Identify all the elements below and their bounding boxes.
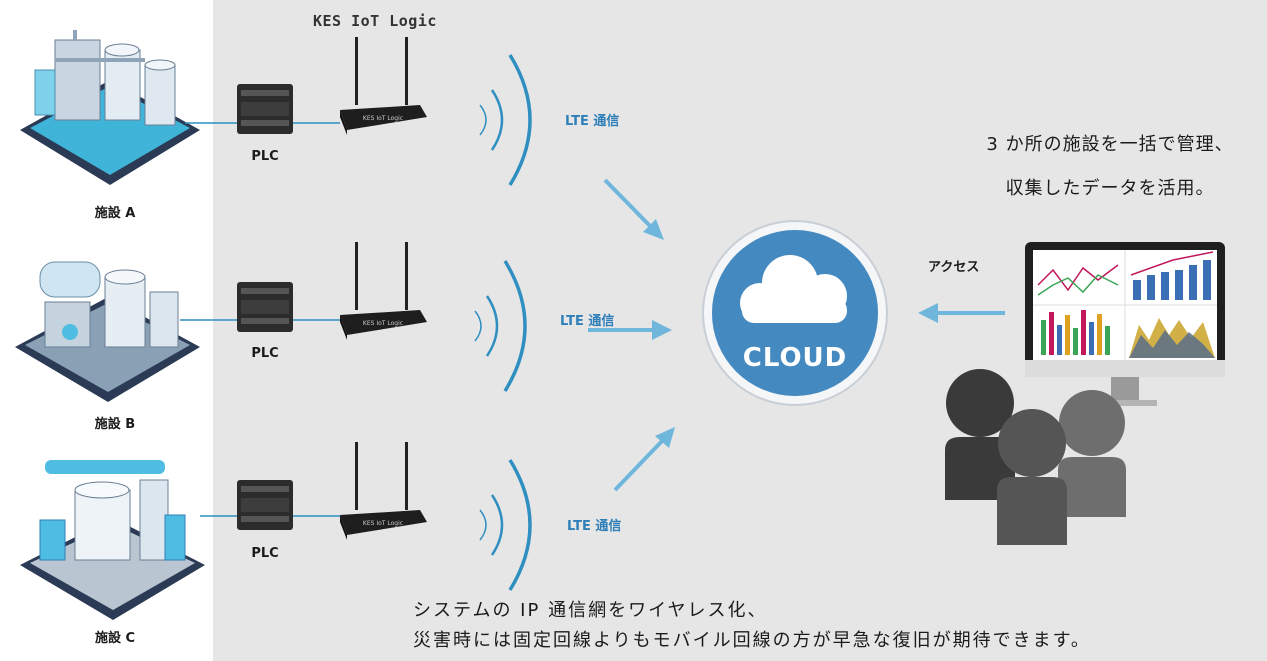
facility-a-illustration (20, 30, 200, 185)
router-device-2: KES IoT Logic (340, 242, 427, 340)
plc-label-2: PLC (251, 346, 279, 361)
facility-b-label: 施設 B (94, 417, 136, 432)
svg-text:KES IoT Logic: KES IoT Logic (363, 520, 403, 527)
facility-c-label: 施設 C (94, 631, 136, 646)
cloud-badge (702, 220, 888, 406)
facility-c-illustration (20, 460, 205, 620)
lte-label-1: LTE 通信 (565, 114, 620, 129)
plc-label-3: PLC (251, 546, 279, 561)
router-device-3: KES IoT Logic (340, 442, 427, 540)
access-label: アクセス (928, 260, 980, 275)
lte-label-3: LTE 通信 (567, 519, 622, 534)
monitor-dashboard (1025, 242, 1225, 406)
svg-text:KES IoT Logic: KES IoT Logic (363, 115, 403, 122)
brand-title: KES IoT Logic (313, 12, 437, 30)
facility-b-illustration (15, 261, 200, 402)
facility-a-label: 施設 A (94, 206, 136, 221)
plc-label-1: PLC (251, 149, 279, 164)
bottom-text-line-2: 災害時には固定回線よりもモバイル回線の方が早急な復旧が期待できます。 (413, 630, 1091, 651)
lte-label-2: LTE 通信 (560, 314, 615, 329)
plc-device-1 (237, 84, 293, 134)
cloud-label: CLOUD (742, 343, 848, 373)
plc-device-2 (237, 282, 293, 332)
signal-waves-1 (479, 54, 532, 186)
svg-text:KES IoT Logic: KES IoT Logic (363, 320, 403, 327)
signal-waves-3 (479, 459, 532, 591)
router-device-1: KES IoT Logic (340, 37, 427, 135)
bottom-text-line-1: システムの IP 通信網をワイヤレス化、 (413, 600, 768, 621)
users-icon (945, 369, 1126, 545)
plc-device-3 (237, 480, 293, 530)
cloud-icon (740, 255, 847, 323)
signal-waves-2 (474, 260, 527, 392)
message-line-2: 収集したデータを活用。 (1005, 178, 1215, 199)
message-line-1: 3 か所の施設を一括で管理、 (986, 134, 1234, 155)
